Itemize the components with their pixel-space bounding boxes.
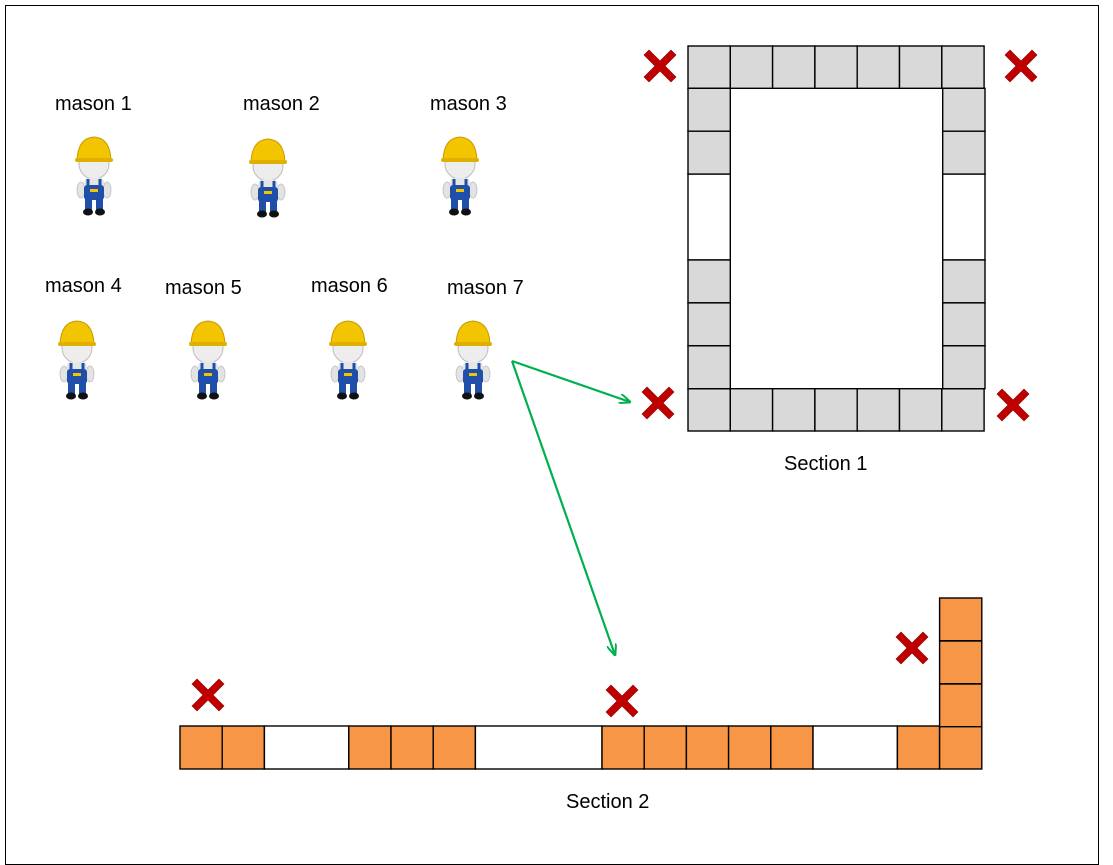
section-2 — [179, 597, 983, 770]
section-1-right-brick — [942, 259, 986, 304]
x-marker-icon — [1004, 49, 1038, 83]
section-2-brick — [770, 725, 814, 770]
section-2-gap — [263, 725, 350, 770]
x-marker-icon — [643, 49, 677, 83]
section-1-bottom-brick — [941, 388, 985, 432]
section-2-gap — [812, 725, 899, 770]
mason-4-label: mason 4 — [45, 275, 122, 297]
section-1-bottom-brick — [898, 388, 943, 432]
section-1-bottom-brick — [687, 388, 731, 432]
section-1-bottom-brick — [729, 388, 774, 432]
mason-5-figure — [189, 320, 227, 400]
section-1-left-brick — [687, 87, 731, 132]
mason-3-figure — [441, 136, 479, 216]
section-2-gap — [474, 725, 603, 770]
section-2-column-brick — [938, 683, 983, 728]
arrow-to-section-1 — [511, 359, 630, 402]
section-2-brick — [179, 725, 223, 770]
section-1-top-brick — [771, 45, 816, 89]
section-1-left-brick — [687, 130, 731, 175]
section-1-right-brick — [942, 345, 986, 390]
x-marker-icon — [996, 388, 1030, 422]
x-marker-icon — [895, 631, 929, 665]
mason-7-label: mason 7 — [447, 277, 524, 299]
section-1-top-brick — [729, 45, 774, 89]
section-2-column-brick — [938, 640, 983, 685]
section-2-brick — [685, 725, 730, 770]
mason-2-figure — [249, 138, 287, 218]
section-1-top-brick — [941, 45, 985, 89]
section-1-top-brick — [898, 45, 943, 89]
section-2-brick — [348, 725, 392, 770]
section-2-brick — [643, 725, 688, 770]
section-2-brick — [938, 725, 983, 770]
section-1-top-brick — [687, 45, 731, 89]
section-2-brick — [727, 725, 772, 770]
mason-2-label: mason 2 — [243, 93, 320, 115]
section-1-right-brick — [942, 87, 986, 132]
section-2-brick — [390, 725, 434, 770]
mason-4-figure — [58, 320, 96, 400]
section-2-brick — [432, 725, 477, 770]
section-2-brick — [896, 725, 941, 770]
section-2-brick — [601, 725, 645, 770]
section-1-bottom-brick — [771, 388, 816, 432]
section-2-column-brick — [938, 597, 983, 642]
mason-1-label: mason 1 — [55, 93, 132, 115]
arrow-to-section-2 — [510, 360, 615, 655]
mason-3-label: mason 3 — [430, 93, 507, 115]
x-marker-icon — [191, 678, 225, 712]
section-2-brick — [221, 725, 266, 770]
section-1-label: Section 1 — [784, 453, 867, 475]
section-1 — [687, 45, 986, 432]
x-marker-icon — [605, 684, 639, 718]
section-1-right-brick — [942, 130, 986, 175]
section-1-left-brick — [687, 302, 731, 347]
mason-6-label: mason 6 — [311, 275, 388, 297]
mason-6-figure — [329, 320, 367, 400]
section-1-bottom-brick — [856, 388, 901, 432]
mason-1-figure — [75, 136, 113, 216]
section-1-left-brick — [687, 259, 731, 304]
x-marker-icon — [641, 386, 675, 420]
section-1-right-brick-gap — [942, 173, 986, 261]
mason-7-figure — [454, 320, 492, 400]
section-1-top-brick — [814, 45, 858, 89]
section-1-left-brick — [687, 345, 731, 390]
section-1-top-brick — [856, 45, 901, 89]
section-1-left-brick-gap — [687, 173, 731, 261]
section-1-bottom-brick — [814, 388, 858, 432]
section-2-label: Section 2 — [566, 791, 649, 813]
mason-5-label: mason 5 — [165, 277, 242, 299]
section-1-right-brick — [942, 302, 986, 347]
